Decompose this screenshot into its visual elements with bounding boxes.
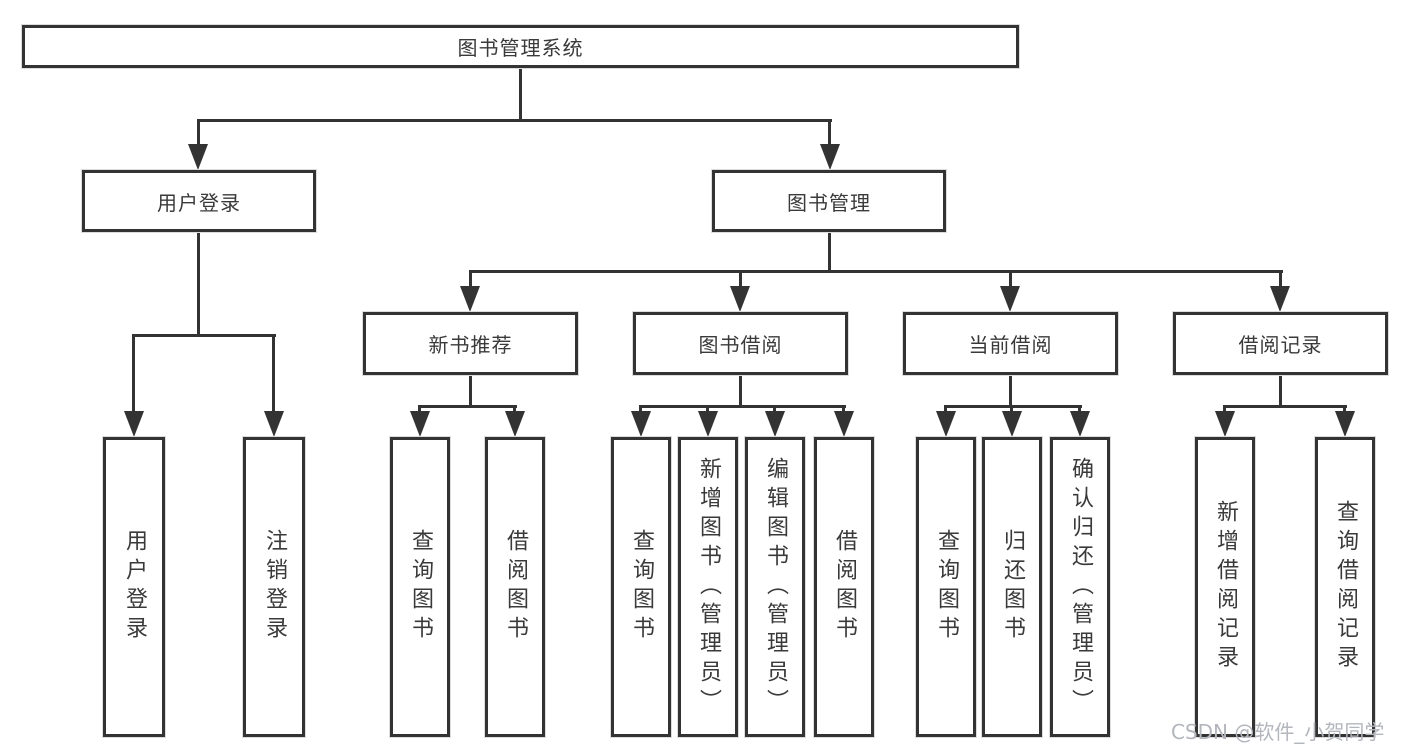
- connector-line: [828, 230, 831, 273]
- connector-line: [513, 405, 516, 414]
- node-label: 查询图书: [934, 529, 959, 645]
- node-root-system: 图书管理系统: [22, 25, 1019, 68]
- arrow-down-icon: [1070, 411, 1090, 437]
- node-label: 确认归还（管理员）: [1068, 456, 1093, 718]
- connector-line: [197, 119, 832, 122]
- node-label: 查询图书: [629, 529, 654, 645]
- arrow-down-icon: [1335, 411, 1355, 437]
- node-label: 当前借阅: [968, 333, 1053, 357]
- connector-line: [773, 405, 776, 414]
- connector-line: [639, 405, 846, 408]
- arrow-down-icon: [410, 411, 430, 437]
- node-label: 查询借阅记录: [1333, 500, 1358, 674]
- connector-line: [132, 334, 276, 337]
- connector-line: [639, 405, 642, 414]
- node-book-management: 图书管理: [712, 170, 946, 232]
- arrow-down-icon: [1215, 411, 1235, 437]
- connector-line: [842, 405, 845, 414]
- arrow-down-icon: [936, 411, 956, 437]
- connector-line: [1078, 405, 1081, 414]
- node-label: 新书推荐: [428, 333, 513, 357]
- leaf-borrow-books-1: 借阅图书: [485, 437, 545, 737]
- node-borrow-records: 借阅记录: [1173, 312, 1388, 375]
- leaf-add-borrow-record: 新增借阅记录: [1195, 437, 1255, 737]
- arrow-down-icon: [765, 411, 785, 437]
- leaf-borrow-books-2: 借阅图书: [814, 437, 874, 737]
- connector-line: [739, 373, 742, 408]
- node-label: 新增图书（管理员）: [696, 456, 721, 718]
- connector-line: [739, 270, 742, 289]
- node-label: 图书管理系统: [457, 36, 584, 60]
- node-label: 用户登录: [157, 190, 241, 215]
- connector-line: [1010, 405, 1013, 414]
- node-label: 编辑图书（管理员）: [763, 456, 788, 718]
- connector-line: [1343, 405, 1346, 414]
- connector-line: [469, 270, 472, 289]
- connector-line: [197, 119, 200, 147]
- arrow-down-icon: [264, 411, 284, 437]
- connector-line: [1279, 270, 1282, 289]
- connector-line: [944, 405, 1082, 408]
- arrow-down-icon: [188, 144, 208, 170]
- arrow-down-icon: [505, 411, 525, 437]
- connector-line: [469, 270, 1283, 273]
- node-label: 用户登录: [122, 529, 147, 645]
- connector-line: [1279, 373, 1282, 408]
- connector-line: [519, 66, 522, 122]
- node-label: 借阅记录: [1238, 333, 1323, 357]
- node-book-borrow: 图书借阅: [633, 312, 848, 375]
- leaf-query-books-1: 查询图书: [390, 437, 450, 737]
- arrow-down-icon: [820, 144, 840, 170]
- connector-line: [272, 334, 275, 414]
- leaf-logout: 注销登录: [243, 437, 305, 737]
- connector-line: [418, 405, 421, 414]
- node-label: 查询图书: [408, 529, 433, 645]
- connector-line: [197, 230, 200, 337]
- connector-line: [1009, 373, 1012, 408]
- connector-line: [469, 373, 472, 408]
- connector-line: [1223, 405, 1226, 414]
- node-label: 注销登录: [262, 529, 287, 645]
- connector-line: [418, 405, 517, 408]
- arrow-down-icon: [1270, 286, 1290, 312]
- node-label: 借阅图书: [503, 529, 528, 645]
- node-label: 图书借阅: [698, 333, 783, 357]
- arrow-down-icon: [631, 411, 651, 437]
- connector-line: [1009, 270, 1012, 289]
- node-label: 归还图书: [1000, 529, 1025, 645]
- arrow-down-icon: [124, 411, 144, 437]
- leaf-query-books-2: 查询图书: [611, 437, 671, 737]
- node-current-borrow: 当前借阅: [903, 312, 1118, 375]
- arrow-down-icon: [730, 286, 750, 312]
- arrow-down-icon: [1002, 411, 1022, 437]
- arrow-down-icon: [1000, 286, 1020, 312]
- connector-line: [706, 405, 709, 414]
- leaf-return-book: 归还图书: [982, 437, 1042, 737]
- node-label: 新增借阅记录: [1213, 500, 1238, 674]
- leaf-query-books-3: 查询图书: [916, 437, 976, 737]
- leaf-confirm-return-admin: 确认归还（管理员）: [1050, 437, 1110, 737]
- arrow-down-icon: [834, 411, 854, 437]
- node-label: 图书管理: [787, 190, 871, 215]
- arrow-down-icon: [698, 411, 718, 437]
- connector-line: [944, 405, 947, 414]
- connector-line: [1223, 405, 1347, 408]
- connector-line: [828, 119, 831, 147]
- leaf-query-borrow-record: 查询借阅记录: [1315, 437, 1375, 737]
- arrow-down-icon: [460, 286, 480, 312]
- node-new-book-recommend: 新书推荐: [363, 312, 578, 375]
- leaf-add-book-admin: 新增图书（管理员）: [678, 437, 738, 737]
- node-label: 借阅图书: [832, 529, 857, 645]
- leaf-edit-book-admin: 编辑图书（管理员）: [745, 437, 805, 737]
- leaf-user-login: 用户登录: [103, 437, 165, 737]
- node-user-login: 用户登录: [82, 170, 316, 232]
- csdn-watermark: CSDN @软件_小贺同学: [1171, 720, 1385, 744]
- connector-line: [132, 334, 135, 414]
